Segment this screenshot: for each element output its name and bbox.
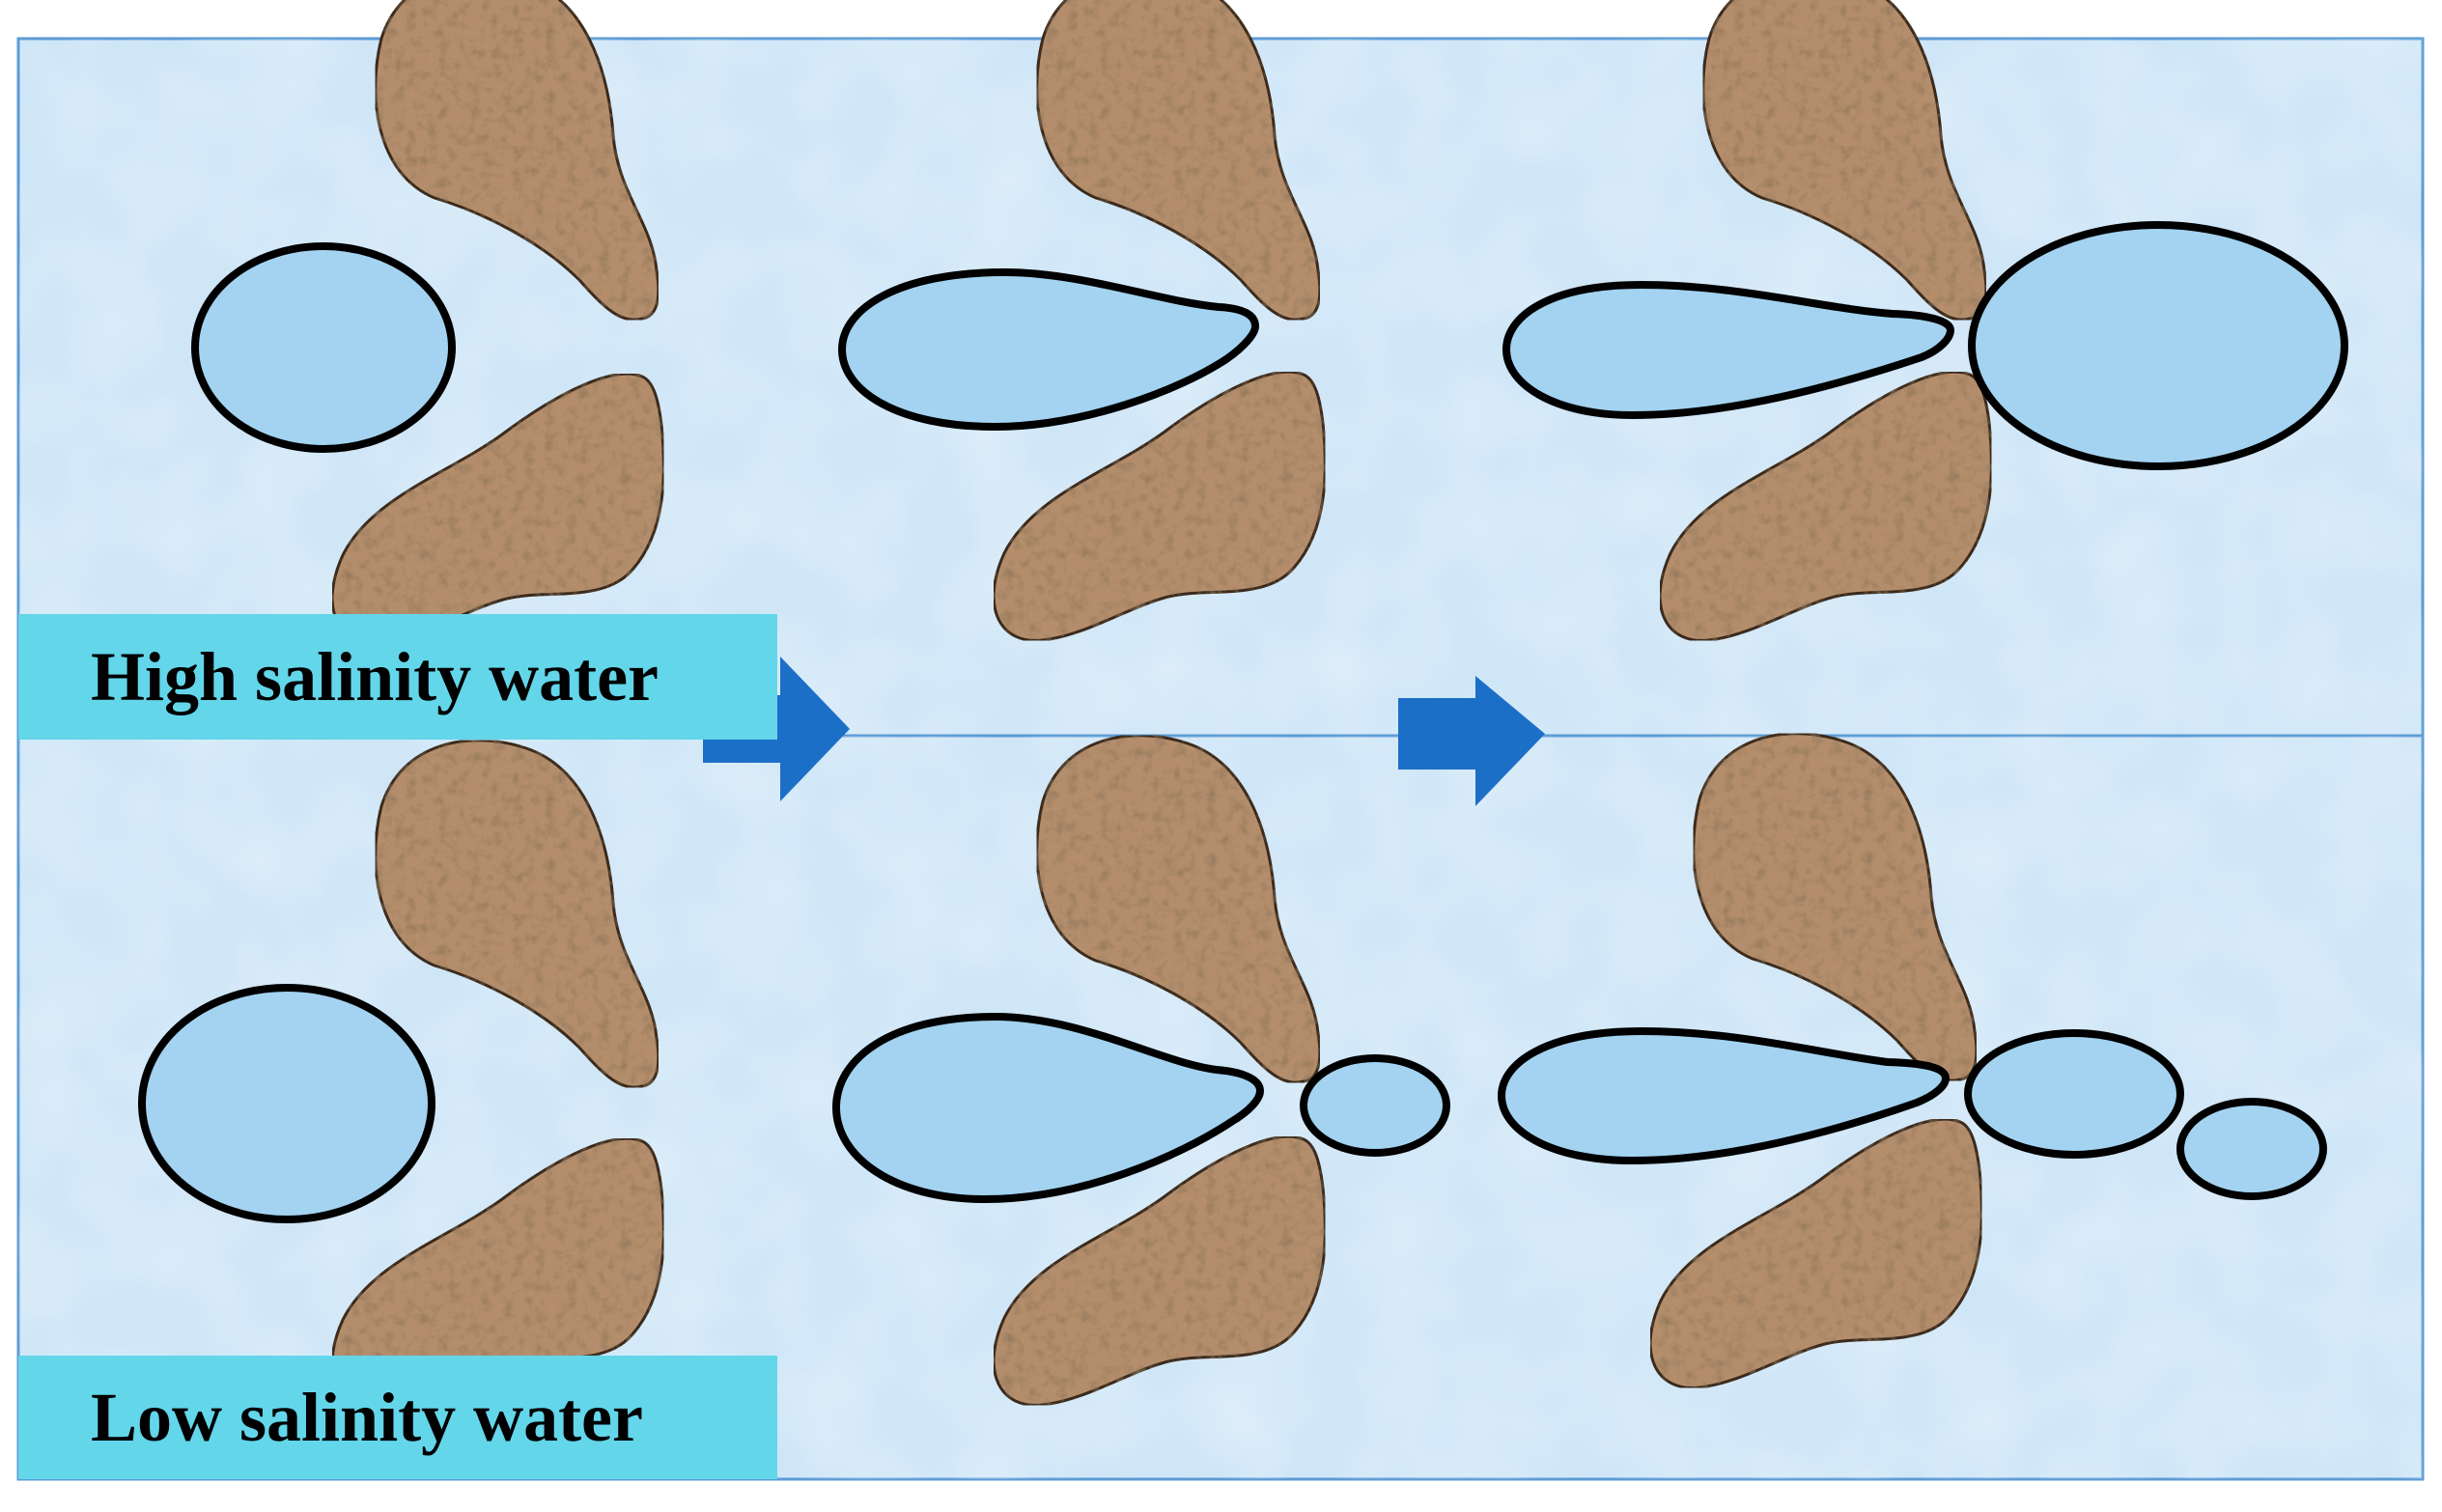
oil-droplet-small	[1964, 1029, 2184, 1159]
oil-droplet-elongated	[1497, 1026, 1951, 1165]
high-stage-2	[837, 0, 1327, 642]
low-salinity-label: Low salinity water	[18, 1356, 777, 1479]
low-salinity-label-text: Low salinity water	[91, 1378, 643, 1456]
low-stage-1	[138, 739, 665, 1409]
high-salinity-label: High salinity water	[18, 614, 777, 740]
arrow-right-icon	[1398, 676, 1545, 806]
oil-droplet	[138, 984, 435, 1223]
high-stage-3	[1502, 0, 2348, 642]
oil-droplet-small	[1300, 1054, 1450, 1157]
oil-droplet-elongated	[831, 1012, 1265, 1204]
low-stage-2	[831, 734, 1450, 1407]
high-stage-1	[191, 0, 665, 644]
oil-droplet-elongated	[1502, 280, 1955, 420]
oil-droplet-small	[2176, 1098, 2327, 1200]
oil-droplet-elongated	[837, 267, 1260, 432]
oil-droplet-released	[1968, 221, 2348, 470]
high-salinity-label-text: High salinity water	[91, 637, 659, 715]
low-stage-3	[1497, 732, 2327, 1389]
oil-droplet	[191, 242, 456, 453]
